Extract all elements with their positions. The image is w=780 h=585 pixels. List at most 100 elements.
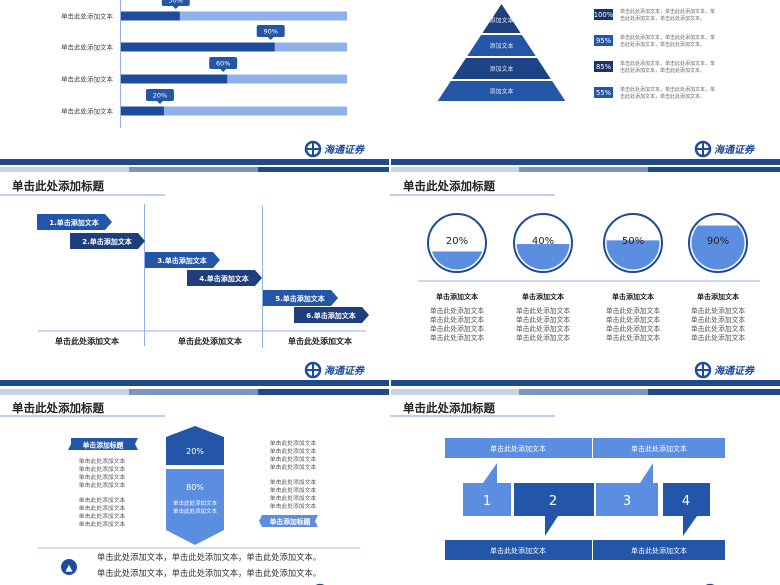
step-label: 6.单击添加文本 <box>306 311 356 320</box>
footer-text: 单击此处添加文本，单击此处添加文本，单击此处添加文本。 <box>97 552 321 562</box>
callout-pointer <box>156 101 163 104</box>
bar-callout <box>145 89 174 101</box>
bar-fill <box>121 106 164 116</box>
gauge-fill <box>430 251 484 270</box>
circle-heading: 单击添加文本 <box>522 292 564 301</box>
circle-text: 单击此处添加文本 <box>606 333 661 342</box>
left-text: 单击此处添加文本 <box>79 512 126 520</box>
number-box-2 <box>514 483 594 536</box>
bar-label: 单击此处添加文本 <box>61 107 114 116</box>
left-text: 单击此处添加文本 <box>79 481 126 489</box>
hex-text: 单击此处添加文本 <box>173 507 218 515</box>
hexagon-top <box>166 426 224 465</box>
list-text: 击此处添加文本，单击此处添加文本。 <box>620 15 705 22</box>
bar-callout <box>161 0 190 6</box>
circle-text: 单击此处添加文本 <box>691 306 746 315</box>
circle-heading: 单击添加文本 <box>697 292 739 301</box>
number-box-3 <box>596 463 658 516</box>
gauge-pct: 90% <box>707 236 729 247</box>
left-banner <box>68 438 138 450</box>
logo-text: 海通证券 <box>714 144 755 156</box>
step-label: 1.单击添加文本 <box>49 218 99 227</box>
bottom-box-label: 单击此处添加文本 <box>490 546 546 555</box>
percent-badge <box>594 87 613 98</box>
left-text: 单击此处添加文本 <box>79 465 126 473</box>
top-box-label: 单击此处添加文本 <box>631 444 687 453</box>
gauge-pct: 40% <box>532 236 554 247</box>
slide-title: 单击此处添加标题 <box>12 179 104 193</box>
step-arrow <box>37 214 112 230</box>
slide-timeline: 单击此处添加标题 1.单击添加文本2.单击添加文本3.单击添加文本4.单击添加文… <box>0 179 369 348</box>
circle-text: 单击此处添加文本 <box>430 315 485 324</box>
list-text: 击此处添加文本，单击此处添加文本。 <box>620 67 705 74</box>
slide-title: 单击此处添加标题 <box>12 401 104 415</box>
haitong-logo: 海通证券 <box>304 361 365 379</box>
step-label: 2.单击添加文本 <box>82 237 132 246</box>
gauge-pct: 20% <box>446 236 468 247</box>
pyramid-layer <box>467 35 536 56</box>
top-box-label: 单击此处添加文本 <box>490 444 546 453</box>
bar-label: 单击此处添加文本 <box>61 43 114 52</box>
slide-numbered-boxes: 单击此处添加标题 单击此处添加文本 单击此处添加文本 1 2 3 4 单击此处添… <box>390 401 725 560</box>
circle-text: 单击此处添加文本 <box>516 324 571 333</box>
pyramid-label: 添加文本 <box>489 65 513 73</box>
number-label: 1 <box>483 494 491 509</box>
haitong-logo: 海通证券 <box>694 140 755 158</box>
percent-badge-label: 55% <box>596 89 612 97</box>
haitong-logo: 海通证券 <box>694 361 755 379</box>
left-text: 单击此处添加文本 <box>79 520 126 528</box>
right-text: 单击此处添加文本 <box>270 478 317 486</box>
circle-text: 单击此处添加文本 <box>430 324 485 333</box>
percent-list: 100% 单击此处添加文本，单击此处添加文本，单击此处添加文本，单击此处添加文本。… <box>594 8 715 100</box>
step-arrow <box>294 307 369 323</box>
slide-hexagon: 单击此处添加标题 单击添加标题 单击添加标题 20% 80% 单击此处添加文本 … <box>0 401 360 578</box>
logo-text: 海通证券 <box>324 144 365 156</box>
number-label: 3 <box>623 494 631 509</box>
step-arrow <box>145 252 220 268</box>
logo-text: 海通证券 <box>714 365 755 377</box>
circle-text: 单击此处添加文本 <box>691 315 746 324</box>
haitong-logo: 海通证券 <box>304 140 365 158</box>
right-banner <box>259 515 318 527</box>
list-text: 击此处添加文本，单击此处添加文本。 <box>620 93 705 100</box>
pyramid-label: 添加文本 <box>489 88 513 96</box>
circle-text: 单击此处添加文本 <box>516 306 571 315</box>
gauge-pct: 50% <box>622 236 644 247</box>
pyramid-layer <box>452 58 551 79</box>
percent-badge-label: 95% <box>596 37 612 45</box>
circle-heading: 单击添加文本 <box>436 292 478 301</box>
right-text: 单击此处添加文本 <box>270 455 317 463</box>
thumbs-up-icon <box>61 559 77 575</box>
right-text: 单击此处添加文本 <box>270 447 317 455</box>
bar-pct: 90% <box>263 28 277 36</box>
callout-pointer <box>172 6 179 9</box>
circle-heading: 单击添加文本 <box>612 292 654 301</box>
right-banner-label: 单击添加标题 <box>270 517 311 526</box>
step-arrow <box>263 290 338 306</box>
list-text: 单击此处添加文本，单击此处添加文本，单 <box>620 60 715 67</box>
percent-badge <box>594 61 613 72</box>
top-box <box>593 438 725 458</box>
circle-text: 单击此处添加文本 <box>691 333 746 342</box>
column-label: 单击此处添加文本 <box>288 336 352 346</box>
pyramid-layer <box>482 4 521 33</box>
list-text: 单击此处添加文本，单击此处添加文本，单 <box>620 34 715 41</box>
column-label: 单击此处添加文本 <box>55 336 119 346</box>
circle-text: 单击此处添加文本 <box>430 333 485 342</box>
left-text: 单击此处添加文本 <box>79 457 126 465</box>
svg-text:▲: ▲ <box>66 564 73 574</box>
progress-bars: 单击此处添加文本30%单击此处添加文本90%单击此处添加文本60%单击此处添加文… <box>61 0 347 128</box>
bar-pct: 60% <box>216 60 230 68</box>
step-arrow <box>187 270 262 286</box>
percent-badge-label: 100% <box>594 11 614 19</box>
slide-title: 单击此处添加标题 <box>403 401 495 415</box>
step-arrow <box>70 233 145 249</box>
percent-badge <box>594 35 613 46</box>
hexagon-bottom <box>166 469 224 545</box>
step-label: 5.单击添加文本 <box>275 294 325 303</box>
bottom-box-label: 单击此处添加文本 <box>631 546 687 555</box>
logo-text: 海通证券 <box>324 365 365 377</box>
gauge-fill <box>691 225 745 270</box>
bar-label: 单击此处添加文本 <box>61 12 114 21</box>
